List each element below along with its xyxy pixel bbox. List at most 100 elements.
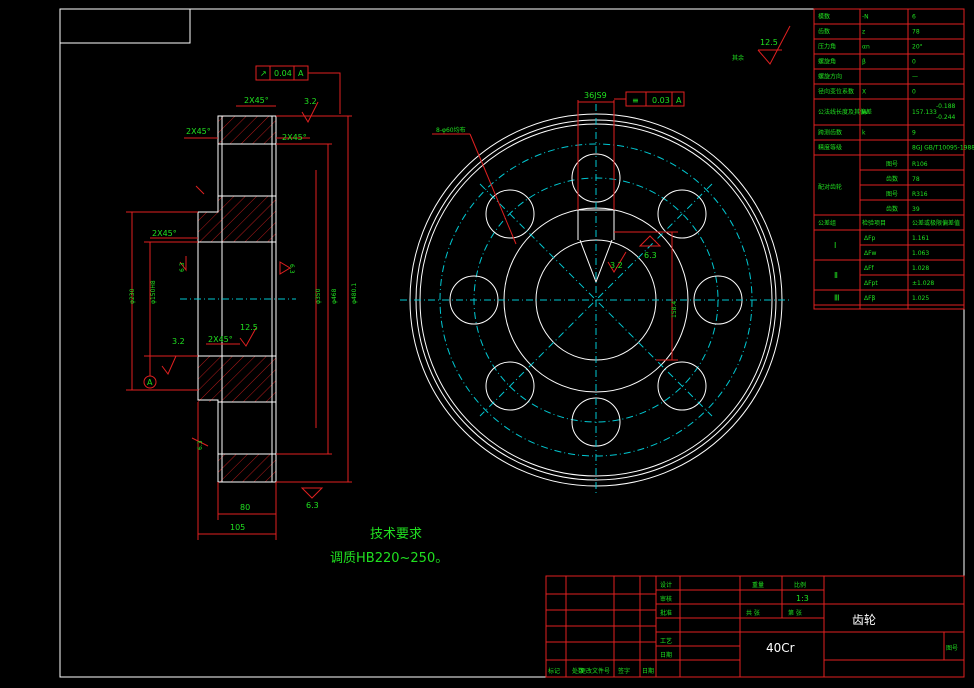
group-value: 1.161 [912, 235, 929, 242]
dim-bore: φ150H8 [150, 280, 157, 304]
param-label: 径向变位系数 [818, 88, 854, 96]
group-name: Ⅱ [834, 271, 838, 280]
chamfer-bore: 2X45° [208, 335, 233, 344]
tb-sheet1: 共 张 [746, 609, 760, 617]
pair-sub: 齿数 [886, 175, 898, 183]
drawing-frame [59, 8, 965, 678]
param-value: 20° [912, 44, 923, 51]
group-value: 1.063 [912, 250, 929, 257]
tb-scale-label: 比例 [794, 581, 806, 589]
group-value: 1.028 [912, 265, 929, 272]
bolt-hole-8 [485, 189, 535, 239]
symmetry-symbol: ≡ [632, 96, 639, 105]
keyway-roughness-32: 3.2 [610, 261, 623, 270]
datum-a: A [147, 378, 153, 387]
overall-roughness-value: 12.5 [760, 38, 778, 47]
chamfer-mid: 2X45° [152, 229, 177, 238]
param-symbol: k [862, 130, 866, 137]
roughness-bottom: 6.3 [306, 501, 319, 510]
param-value: 6 [912, 14, 916, 21]
tb-part-name: 齿轮 [852, 613, 876, 627]
group-name: Ⅲ [834, 294, 840, 303]
section-view [126, 65, 352, 540]
group-code: ΔFp [864, 235, 876, 242]
bolt-hole-6 [485, 361, 535, 411]
holes-callout: 8-φ60均布 [436, 126, 466, 134]
pair-value: R316 [912, 191, 928, 198]
key-depth: 158.4 [671, 301, 678, 318]
param-symbol: X [862, 89, 866, 96]
section-view-labels: 2X45° 3.2 2X45° 2X45° ↗ 0.04 A 2X45° 6.3… [129, 69, 358, 532]
param-symbol: β [862, 59, 866, 66]
symmetry-value: 0.03 [652, 96, 670, 105]
roughness-top: 3.2 [304, 97, 317, 106]
param-label: 螺旋角 [818, 58, 836, 66]
tb-scale: 1:3 [796, 594, 809, 603]
param-symbol: -N [862, 14, 869, 21]
bolt-hole-4 [657, 361, 707, 411]
overall-roughness: 12.5 其余 [732, 25, 791, 65]
param-value: 0 [912, 59, 916, 66]
param-tol-upper: -0.188 [936, 103, 956, 110]
title-block [545, 575, 965, 678]
param-value: 157.133 [912, 109, 937, 116]
tb-count: 处数 [572, 667, 584, 675]
group-header-2: 检验项目 [862, 219, 886, 227]
chamfer-left: 2X45° [186, 127, 211, 136]
group-code: ΔFf [864, 265, 875, 272]
param-symbol: z [862, 29, 865, 36]
dim-width-80: 80 [240, 503, 250, 512]
param-label: 公法线长度及其偏差 [818, 108, 872, 116]
pair-sub: 图号 [886, 191, 898, 198]
tech-req-title: 技术要求 [370, 527, 422, 542]
front-view [400, 91, 792, 496]
chamfer-top: 2X45° [244, 96, 269, 105]
group-code: ΔFβ [864, 295, 876, 302]
tech-req-line1: 调质HB220~250。 [330, 551, 448, 566]
pair-sub: 齿数 [886, 205, 898, 213]
tb-stamp: 图号 [946, 645, 958, 652]
tb-mark: 标记 [548, 667, 560, 675]
param-label: 齿数 [818, 28, 830, 36]
group-code: ΔFpt [864, 280, 878, 287]
group-value: ±1.028 [912, 280, 934, 287]
chamfer-right: 2X45° [282, 133, 307, 142]
tb-process: 工艺 [660, 637, 672, 645]
tb-date: 日期 [660, 651, 672, 659]
bolt-hole-2 [657, 189, 707, 239]
pair-value: 78 [912, 176, 920, 183]
param-value: 78 [912, 29, 920, 36]
pair-label: 配对齿轮 [818, 183, 842, 191]
title-block-labels: 设计 审核 批准 工艺 日期 重量 比例 1:3 共 张 第 张 齿轮 40Cr… [548, 581, 958, 675]
param-value: — [912, 74, 918, 81]
tb-approve: 批准 [660, 609, 672, 617]
roughness-bore: 12.5 [240, 323, 258, 332]
tb-review: 审核 [660, 595, 672, 603]
roughness-left: 6.3 [179, 262, 186, 272]
param-label: 跨测齿数 [818, 129, 842, 137]
tb-design: 设计 [660, 581, 672, 589]
tb-sheet2: 第 张 [788, 609, 802, 617]
dim-outer: φ480.1 [351, 283, 358, 304]
param-value: 8GJ GB/T10095-1988 [912, 145, 974, 152]
dim-width-105: 105 [230, 523, 245, 532]
tb-file: 更改文件号 [580, 667, 610, 675]
param-tol-lower: -0.244 [936, 114, 956, 121]
param-label: 模数 [818, 13, 830, 21]
param-label: 精度等级 [818, 144, 842, 152]
keyway-width: 36JS9 [584, 91, 607, 100]
roughness-lower: 6.3 [197, 440, 204, 450]
tb-sign: 签字 [618, 667, 630, 675]
dim-hub: φ350 [315, 288, 322, 304]
group-code: ΔFw [864, 250, 877, 257]
keyway-roughness-63: 6.3 [644, 251, 657, 260]
pair-value: 39 [912, 206, 920, 213]
pair-value: R106 [912, 161, 928, 168]
pair-sub: 图号 [886, 161, 898, 168]
param-label: 压力角 [818, 43, 836, 51]
param-value: 0 [912, 89, 916, 96]
runout-value: 0.04 [274, 69, 292, 78]
drawing-frame-corner-box [59, 8, 191, 44]
